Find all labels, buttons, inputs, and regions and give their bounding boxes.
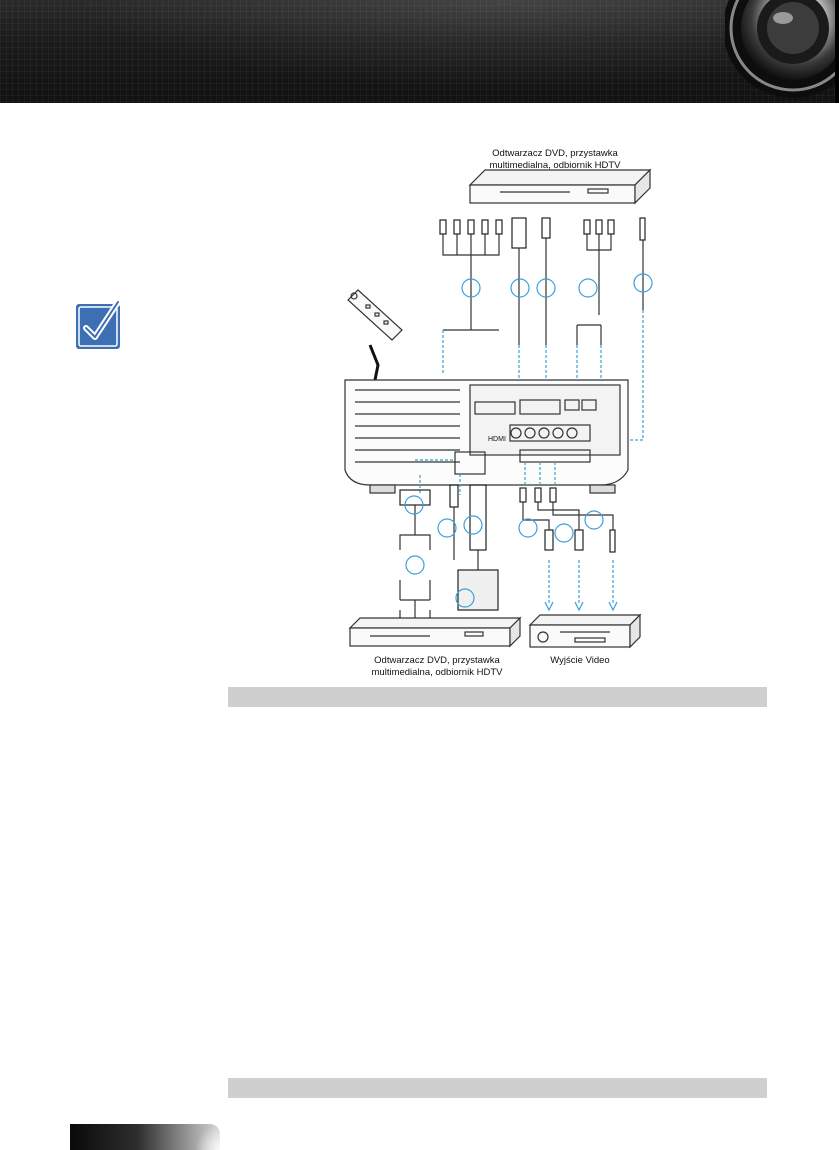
bottom-left-device-caption: Odtwarzacz DVD, przystawka multimedialna… <box>352 655 522 679</box>
section-header-bar <box>228 1078 767 1098</box>
caption-line: multimedialna, odbiornik HDTV <box>489 160 621 171</box>
hdmi-port-label: HDMI <box>488 436 506 443</box>
bottom-right-device-caption: Wyjście Video <box>520 655 640 667</box>
projector-body <box>344 379 629 494</box>
bottom-dvd-device <box>348 616 522 648</box>
power-strip-icon <box>347 289 403 341</box>
page-footer-gloss <box>196 1124 220 1150</box>
video-output-device <box>528 613 642 649</box>
page-header <box>0 0 839 103</box>
header-texture <box>0 0 839 103</box>
caption-line: Wyjście Video <box>550 655 610 666</box>
caption-line: Odtwarzacz DVD, przystawka <box>492 148 618 159</box>
lens-icon <box>725 0 835 98</box>
section-header-bar <box>228 687 767 707</box>
connection-diagram: HDMI <box>344 168 653 649</box>
top-dvd-device <box>468 168 652 205</box>
header-shine <box>0 0 839 103</box>
caption-line: multimedialna, odbiornik HDTV <box>371 667 503 678</box>
checkmark-note-icon <box>76 299 121 349</box>
page-footer-tab <box>70 1124 220 1150</box>
caption-line: Odtwarzacz DVD, przystawka <box>374 655 500 666</box>
top-device-caption: Odtwarzacz DVD, przystawka multimedialna… <box>470 148 640 172</box>
header-edge <box>835 0 839 103</box>
